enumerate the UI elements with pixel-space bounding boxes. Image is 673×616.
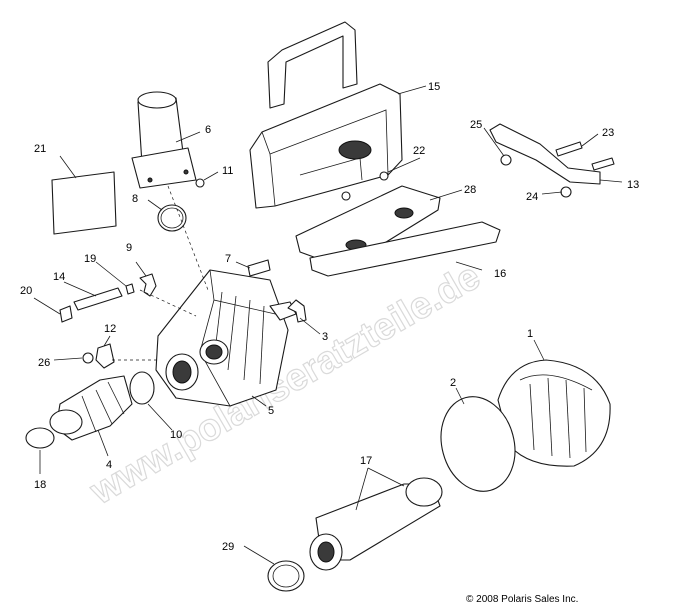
part-14-hose [73, 287, 123, 311]
leader-lines [33, 85, 623, 565]
callout-8: 8 [132, 193, 138, 205]
part-11-screw [195, 178, 205, 188]
callout-23: 23 [602, 127, 614, 139]
callout-11: 11 [222, 165, 233, 177]
part-16-pad [309, 221, 501, 277]
callout-2: 2 [450, 377, 456, 389]
part-19-clamp [125, 283, 135, 295]
part-4-boot [49, 375, 133, 441]
part-1-cover [497, 359, 611, 467]
part-15-rack [249, 21, 403, 209]
part-24-nut [560, 186, 572, 198]
callout-24: 24 [526, 191, 538, 203]
callout-26: 26 [38, 357, 50, 369]
part-10-clamp [129, 371, 155, 405]
part-25-nut [500, 154, 512, 166]
part-2-gasket [440, 396, 516, 492]
callout-9: 9 [126, 242, 132, 254]
part-5-airbox [155, 269, 297, 407]
part-7-block [247, 259, 271, 277]
callout-4: 4 [106, 459, 112, 471]
callout-20: 20 [20, 285, 32, 297]
callout-13: 13 [627, 179, 639, 191]
part-21-label [51, 171, 117, 235]
callout-28: 28 [464, 184, 476, 196]
part-17-filter [309, 477, 443, 571]
callout-1: 1 [527, 328, 533, 340]
callout-10: 10 [170, 429, 182, 441]
copyright-notice: © 2008 Polaris Sales Inc. [466, 594, 579, 605]
callout-14: 14 [53, 271, 65, 283]
callout-6: 6 [205, 124, 211, 136]
callout-15: 15 [428, 81, 440, 93]
callout-19: 19 [84, 253, 96, 265]
callout-17: 17 [360, 455, 372, 467]
callout-16: 16 [494, 268, 506, 280]
callout-12: 12 [104, 323, 116, 335]
assembly-lines [112, 185, 209, 361]
part-26-screw [82, 352, 94, 364]
callout-21: 21 [34, 143, 46, 155]
part-8-ring [157, 204, 187, 232]
callout-3: 3 [322, 331, 328, 343]
part-6-intake [131, 91, 197, 189]
callout-7: 7 [225, 253, 231, 265]
part-3-fitting [287, 299, 307, 323]
callout-22: 22 [413, 145, 425, 157]
part-20-clamp [59, 305, 73, 323]
callout-5: 5 [268, 405, 274, 417]
part-18-clamp [25, 427, 55, 449]
callout-29: 29 [222, 541, 234, 553]
callout-25: 25 [470, 119, 482, 131]
callout-18: 18 [34, 479, 46, 491]
part-9-elbow [139, 273, 157, 297]
part-13-bracket [489, 123, 615, 185]
part-22-screws [341, 171, 389, 201]
callout-labels: 1 2 3 4 5 6 7 8 9 10 11 12 13 14 15 16 1… [20, 81, 639, 553]
part-12-bracket [95, 343, 115, 369]
part-28-pad [295, 185, 441, 269]
